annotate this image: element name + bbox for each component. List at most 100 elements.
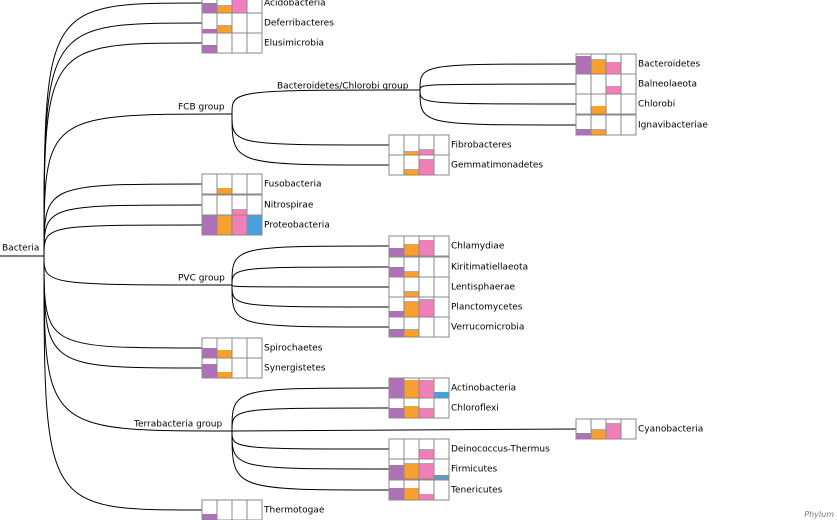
label-chlamydiae: Chlamydiae — [451, 242, 505, 252]
heatmap-cell — [201, 194, 218, 216]
edge-actinobacteria — [231, 387, 390, 432]
edge-proteobacteria — [43, 224, 203, 257]
heatmap-balneolaeota — [575, 73, 637, 95]
heatmap-cell — [620, 53, 637, 75]
heatmap-bar — [606, 86, 621, 94]
heatmap-cell — [433, 438, 450, 460]
edge-deferribacteres — [43, 22, 203, 257]
heatmap-cell — [433, 458, 450, 480]
heatmap-bar — [606, 62, 621, 74]
heatmap-bar — [606, 423, 621, 439]
heatmap-cell — [246, 0, 263, 14]
heatmap-cell — [231, 173, 248, 195]
label-acidobacteria: Acidobacteria — [264, 0, 326, 9]
edge-gemmatimonadetes — [231, 113, 390, 166]
heatmap-cell — [433, 235, 450, 257]
heatmap-cell — [201, 173, 218, 195]
heatmap-cell — [246, 337, 263, 359]
heatmap-bar — [419, 380, 434, 398]
heatmap-tenericutes — [388, 479, 450, 501]
heatmap-cell — [246, 194, 263, 216]
heatmap-cell — [388, 276, 405, 298]
edge-cyanobacteria — [231, 428, 577, 432]
heatmap-bar — [419, 159, 434, 175]
edge-chloroflexi — [231, 407, 390, 432]
label-thermotogae: Thermotogae — [263, 506, 325, 516]
label-fusobacteria: Fusobacteria — [264, 180, 322, 190]
label-spirochaetes: Spirochaetes — [264, 344, 323, 354]
heatmap-bar — [232, 0, 247, 13]
edge-verrucomicrobia — [231, 284, 390, 328]
heatmap-cell — [590, 73, 607, 95]
heatmap-bar — [419, 463, 434, 479]
heatmap-bar — [434, 392, 449, 398]
label-cyanobacteria: Cyanobacteria — [638, 425, 703, 435]
heatmap-spirochaetes — [201, 337, 263, 359]
heatmap-bar — [404, 169, 419, 175]
heatmap-deinococcus-thermus — [388, 438, 450, 460]
heatmap-kiritimatiellaeota — [388, 256, 450, 278]
edge-thermotogae — [43, 255, 203, 511]
heatmap-bar — [217, 372, 232, 378]
heatmap-bar — [576, 433, 591, 439]
heatmap-cell — [433, 134, 450, 156]
heatmap-cell — [246, 499, 263, 520]
label-chloroflexi: Chloroflexi — [451, 404, 499, 414]
heatmap-bar — [389, 311, 404, 317]
label-firmicutes: Firmicutes — [451, 465, 498, 475]
edge-acidobacteria — [43, 2, 203, 257]
label-bacteroidetes-chlorobi-group: Bacteroidetes/Chlorobi group — [277, 82, 409, 92]
heatmap-bar — [591, 429, 606, 439]
heatmap-bar — [591, 106, 606, 114]
heatmap-bar — [202, 29, 217, 33]
heatmap-bar — [576, 56, 591, 74]
heatmap-bar — [419, 240, 434, 256]
edge-tenericutes — [231, 430, 390, 491]
heatmap-actinobacteria — [388, 377, 450, 399]
heatmap-bar — [404, 463, 419, 479]
edge-ignavibacteriae — [419, 89, 577, 126]
heatmap-cell — [216, 194, 233, 216]
heatmap-bar — [404, 406, 419, 418]
label-verrucomicrobia: Verrucomicrobia — [451, 323, 524, 333]
heatmap-firmicutes — [388, 458, 450, 480]
heatmap-cell — [216, 32, 233, 54]
heatmap-cell — [246, 357, 263, 379]
heatmap-cell — [575, 73, 592, 95]
heatmap-cell — [433, 276, 450, 298]
label-lentisphaerae: Lentisphaerae — [451, 283, 516, 293]
heatmap-ignavibacteriae — [575, 114, 637, 136]
heatmap-cell — [433, 479, 450, 501]
heatmap-bar — [389, 329, 404, 337]
heatmap-bar — [389, 267, 404, 277]
heatmap-cell — [605, 114, 622, 136]
heatmap-acidobacteria — [201, 0, 263, 14]
heatmap-bar — [591, 129, 606, 135]
heatmap-bar — [389, 488, 404, 500]
heatmap-bar — [404, 380, 419, 398]
edge-kiritimatiellaeota — [231, 266, 390, 286]
heatmap-cell — [605, 93, 622, 115]
edge-nitrospirae — [43, 204, 203, 257]
edge-firmicutes — [231, 430, 390, 470]
edge-lentisphaerae — [231, 284, 390, 288]
heatmap-cell — [246, 12, 263, 34]
heatmap-planctomycetes — [388, 296, 450, 318]
heatmap-bar — [217, 25, 232, 33]
label-tenericutes: Tenericutes — [450, 486, 503, 496]
label-gemmatimonadetes: Gemmatimonadetes — [451, 161, 543, 171]
heatmap-bar — [404, 301, 419, 317]
heatmap-cell — [231, 357, 248, 379]
heatmap-bar — [591, 59, 606, 74]
heatmap-cell — [433, 316, 450, 338]
label-elusimicrobia: Elusimicrobia — [264, 39, 324, 49]
heatmap-bar — [247, 215, 262, 235]
heatmap-cell — [231, 12, 248, 34]
heatmap-thermotogae — [201, 499, 263, 520]
heatmap-cell — [418, 256, 435, 278]
heatmap-cell — [231, 499, 248, 520]
label-ignavibacteriae: Ignavibacteriae — [638, 121, 708, 131]
heatmap-cell — [231, 32, 248, 54]
heatmap-cell — [575, 93, 592, 115]
heatmap-bar — [419, 149, 434, 155]
